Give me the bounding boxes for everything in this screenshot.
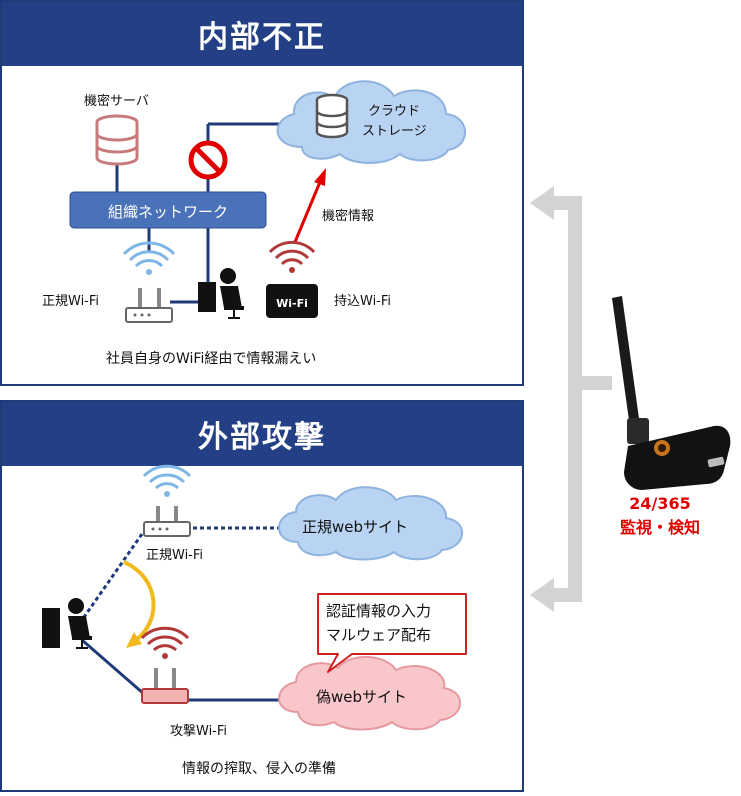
cloud-storage-icon — [276, 80, 466, 164]
internal-fraud-panel: 内部不正 — [0, 0, 524, 386]
redirect-arrow — [123, 560, 156, 648]
user-icon — [42, 598, 92, 649]
monitor-side-graphic — [530, 186, 731, 612]
official-site-cloud-icon — [278, 486, 464, 561]
network-label: 組織ネットワーク — [107, 203, 228, 221]
monitor-detection-label: 監視・検知 — [619, 518, 700, 537]
external-attack-panel: 外部攻撃 — [0, 400, 524, 792]
confidential-info-label: 機密情報 — [322, 209, 375, 224]
confidential-server-icon — [95, 114, 139, 166]
employee-icon — [198, 268, 244, 319]
official-wifi-label: 正規Wi-Fi — [42, 294, 100, 309]
fake-site-cloud-icon — [278, 655, 462, 731]
monitor-label: 24/365 監視・検知 — [585, 492, 735, 540]
monitor-hours-label: 24/365 — [629, 494, 691, 513]
cloud-label-line1: クラウド — [368, 104, 421, 119]
attack-wifi-router-icon — [140, 626, 190, 704]
external-diagram — [42, 464, 467, 731]
prohibited-icon — [188, 140, 228, 180]
fake-site-label: 偽webサイト — [316, 688, 408, 706]
organization-network-box — [69, 191, 267, 229]
external-official-wifi-label: 正規Wi-Fi — [146, 548, 204, 563]
leak-arrow — [293, 168, 326, 243]
external-attack-title: 外部攻撃 — [2, 402, 522, 466]
personal-wifi-router-icon: Wi-Fi — [266, 240, 318, 318]
user-to-official-wifi-line — [80, 533, 144, 621]
server-label: 機密サーバ — [84, 94, 149, 109]
cloud-label-line2: ストレージ — [362, 124, 427, 139]
personal-wifi-badge: Wi-Fi — [276, 297, 308, 310]
external-official-wifi-icon — [142, 464, 192, 537]
monitor-bracket-arrows — [530, 186, 612, 612]
official-site-label: 正規webサイト — [302, 518, 409, 536]
callout-box — [317, 593, 467, 673]
internal-caption: 社員自身のWiFi経由で情報漏えい — [106, 351, 317, 367]
wifi-monitor-device-icon — [612, 296, 731, 490]
callout-line2: マルウェア配布 — [326, 626, 432, 644]
external-caption: 情報の搾取、侵入の準備 — [182, 761, 336, 777]
internal-diagram: Wi-Fi — [69, 80, 466, 323]
callout-line1: 認証情報の入力 — [326, 602, 432, 620]
internal-fraud-title: 内部不正 — [2, 2, 522, 66]
personal-wifi-label: 持込Wi-Fi — [334, 294, 392, 309]
official-wifi-router-icon — [122, 241, 176, 323]
user-to-attack-wifi-line — [81, 638, 145, 696]
attack-wifi-label: 攻撃Wi-Fi — [170, 724, 228, 739]
